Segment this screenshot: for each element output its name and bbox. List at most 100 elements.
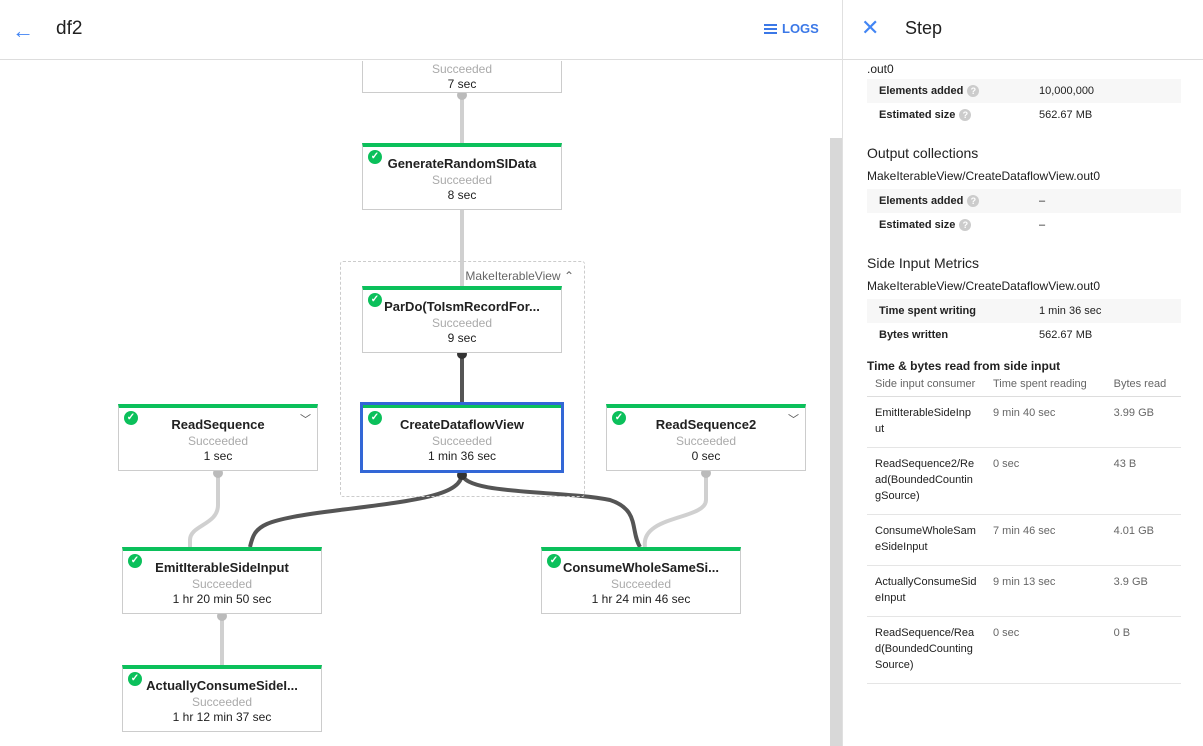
table-row: ReadSequence/Read(BoundedCountingSource)… bbox=[867, 616, 1181, 684]
side-input-read-table: Side input consumer Time spent reading B… bbox=[867, 378, 1181, 684]
consumer-cell: ReadSequence2/Read(BoundedCountingSource… bbox=[867, 447, 985, 515]
column-header: Time spent reading bbox=[985, 378, 1106, 397]
consumer-cell: EmitIterableSideInput bbox=[867, 396, 985, 448]
metric-label: Elements added bbox=[879, 195, 964, 207]
bytes-cell: 3.9 GB bbox=[1105, 565, 1181, 617]
node-name: ReadSequence2 bbox=[655, 417, 757, 432]
table-row: ReadSequence2/Read(BoundedCountingSource… bbox=[867, 447, 1181, 515]
side-input-read-heading: Time & bytes read from side input bbox=[867, 359, 1061, 373]
node-duration: 1 min 36 sec bbox=[427, 449, 497, 463]
node-duration: 9 sec bbox=[447, 331, 477, 345]
metric-row: Bytes written 562.67 MB bbox=[867, 323, 1181, 347]
node-name: EmitIterableSideInput bbox=[155, 560, 289, 575]
side-input-metrics-heading: Side Input Metrics bbox=[867, 255, 980, 271]
metric-value: 562.67 MB bbox=[1039, 109, 1093, 121]
group-make-iterable-view: MakeIterableView ⌃ bbox=[340, 261, 585, 497]
node-duration: 1 hr 20 min 50 sec bbox=[172, 592, 272, 606]
check-icon: ✓ bbox=[368, 293, 382, 307]
input-collection-name: .out0 bbox=[867, 62, 894, 76]
node-name: CreateDataflowView bbox=[399, 417, 525, 432]
node-status: Succeeded bbox=[191, 577, 253, 591]
metric-row: Time spent writing 1 min 36 sec bbox=[867, 299, 1181, 323]
column-header: Side input consumer bbox=[867, 378, 985, 397]
metric-value: – bbox=[1039, 219, 1046, 231]
chevron-up-icon: ⌃ bbox=[563, 269, 574, 283]
help-icon[interactable]: ? bbox=[959, 219, 972, 231]
help-icon[interactable]: ? bbox=[967, 85, 980, 97]
chevron-down-icon[interactable]: ﹀ bbox=[300, 414, 311, 426]
bytes-cell: 3.99 GB bbox=[1105, 396, 1181, 448]
close-icon[interactable]: ✕ bbox=[861, 15, 880, 40]
logs-label: LOGS bbox=[782, 21, 819, 36]
group-label: MakeIterableView bbox=[465, 269, 561, 283]
node-duration: 0 sec bbox=[691, 449, 721, 463]
bytes-cell: 4.01 GB bbox=[1105, 514, 1181, 566]
node-status: Succeeded bbox=[431, 62, 493, 76]
check-icon: ✓ bbox=[128, 672, 142, 686]
panel-title: Step bbox=[905, 18, 943, 38]
group-toggle[interactable]: MakeIterableView ⌃ bbox=[465, 269, 574, 283]
step-panel: .out0 Elements added?10,000,000 Estimate… bbox=[843, 0, 1203, 746]
metric-row: Estimated size?562.67 MB bbox=[867, 103, 1181, 127]
chevron-down-icon[interactable]: ﹀ bbox=[788, 414, 799, 426]
node-name: ParDo(ToIsmRecordFor... bbox=[384, 299, 540, 314]
metric-value: 562.67 MB bbox=[1039, 329, 1093, 341]
metric-row: Elements added? – bbox=[867, 189, 1181, 213]
check-icon: ✓ bbox=[612, 411, 626, 425]
metric-label: Bytes written bbox=[879, 329, 949, 341]
output-collection-name: MakeIterableView/CreateDataflowView.out0 bbox=[867, 169, 1101, 183]
edge bbox=[188, 471, 220, 547]
consumer-cell: ReadSequence/Read(BoundedCountingSource) bbox=[867, 616, 985, 684]
node-name: ConsumeWholeSameSi... bbox=[562, 560, 720, 575]
node-status: Succeeded bbox=[431, 434, 493, 448]
consumer-cell: ActuallyConsumeSideInput bbox=[867, 565, 985, 617]
node-duration: 7 sec bbox=[447, 77, 477, 91]
metric-value: 1 min 36 sec bbox=[1039, 305, 1102, 317]
side-input-name: MakeIterableView/CreateDataflowView.out0 bbox=[867, 279, 1101, 293]
bytes-cell: 43 B bbox=[1105, 447, 1181, 515]
bytes-cell: 0 B bbox=[1105, 616, 1181, 684]
node-duration: 8 sec bbox=[447, 188, 477, 202]
output-collections-heading: Output collections bbox=[867, 145, 979, 161]
metric-row: Elements added?10,000,000 bbox=[867, 79, 1181, 103]
node-name: ReadSequence bbox=[171, 417, 265, 432]
metric-label: Time spent writing bbox=[879, 305, 976, 317]
column-header: Bytes read bbox=[1105, 378, 1181, 397]
time-cell: 9 min 40 sec bbox=[985, 396, 1106, 448]
node-status: Succeeded bbox=[191, 695, 253, 709]
metric-row: Estimated size?– bbox=[867, 213, 1181, 237]
help-icon[interactable]: ? bbox=[967, 195, 980, 207]
edge bbox=[248, 472, 464, 548]
page-title: df2 bbox=[56, 18, 83, 39]
edge bbox=[642, 471, 708, 548]
header: ← df2 LOGS bbox=[0, 0, 842, 60]
back-arrow-icon[interactable]: ← bbox=[12, 18, 34, 43]
help-icon[interactable]: ? bbox=[959, 109, 972, 121]
graph-scrollbar[interactable] bbox=[830, 138, 842, 746]
node-name: ActuallyConsumeSideI... bbox=[146, 678, 298, 693]
node-status: Succeeded bbox=[675, 434, 737, 448]
metric-value: 10,000,000 bbox=[1039, 85, 1095, 97]
list-icon bbox=[764, 24, 777, 34]
check-icon: ✓ bbox=[368, 150, 382, 164]
node-status: Succeeded bbox=[431, 173, 493, 187]
time-cell: 0 sec bbox=[985, 616, 1106, 684]
node-status: Succeeded bbox=[431, 316, 493, 330]
metric-value: – bbox=[1039, 195, 1046, 207]
logs-button[interactable]: LOGS bbox=[764, 21, 819, 36]
consumer-cell: ConsumeWholeSameSideInput bbox=[867, 514, 985, 566]
check-icon: ✓ bbox=[368, 411, 382, 425]
